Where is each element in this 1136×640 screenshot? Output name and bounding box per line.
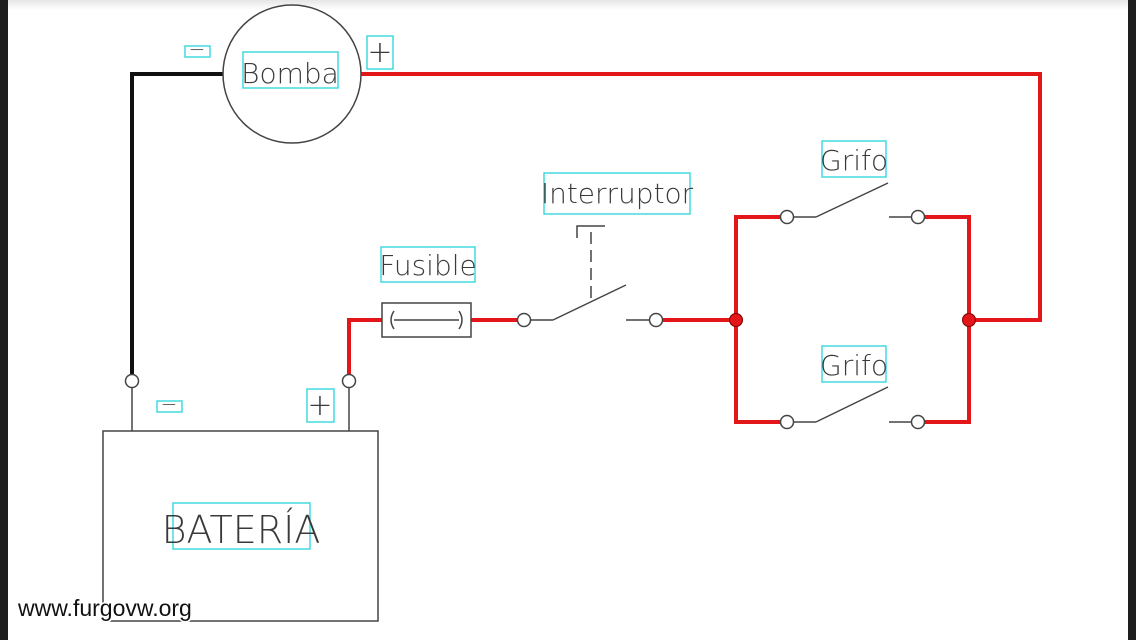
switch-label: Interruptor [541,177,694,210]
battery-label-box [172,502,311,550]
battery-positive-terminal [341,373,357,389]
tap-lower-terminal-right [910,414,926,430]
negative-wire [130,72,225,375]
battery-label: BATERÍA [162,508,321,552]
pump-label: Bomba [241,57,339,90]
tap-lower-label-box [821,345,887,383]
pump-negative-label: − [189,37,206,61]
battery-positive-label: + [307,388,332,423]
fuse-label-box [380,246,476,283]
battery-negative-label-box [156,400,183,413]
pump-positive-label-box [366,35,394,70]
junction-node-right [962,313,976,327]
battery-symbol [102,430,379,622]
switch-blade [552,284,627,321]
tap-upper-label: Grifo [820,144,888,177]
switch-terminal-right [648,312,664,328]
pump-symbol [222,4,362,144]
pump-label-box [242,51,339,89]
positive-wire-pump-return [359,72,1042,322]
pump-negative-label-box [184,45,211,58]
fuse-element [390,310,463,330]
switch-actuator-head [576,225,605,238]
right-border [1128,0,1136,640]
tap-upper-label-box [821,140,887,178]
tap-lower-blade [815,386,889,423]
positive-wire-battery-fuse [347,318,383,375]
tap-lower-terminal-left [779,414,795,430]
battery-negative-terminal [124,373,140,389]
pump-positive-label: + [367,35,392,70]
battery-positive-label-box [306,388,335,423]
tap-upper-terminal-left [779,209,795,225]
tap-lower-label: Grifo [820,349,888,382]
top-shade [8,0,1128,10]
battery-negative-label: − [161,392,178,416]
left-border [0,0,8,640]
watermark-text: www.furgovw.org [17,595,192,621]
tap-upper-blade [815,182,889,218]
switch-terminal-left [516,312,532,328]
fuse-label: Fusible [379,249,476,282]
junction-node-left [729,313,743,327]
switch-label-box [543,172,691,215]
tap-upper-terminal-right [910,209,926,225]
